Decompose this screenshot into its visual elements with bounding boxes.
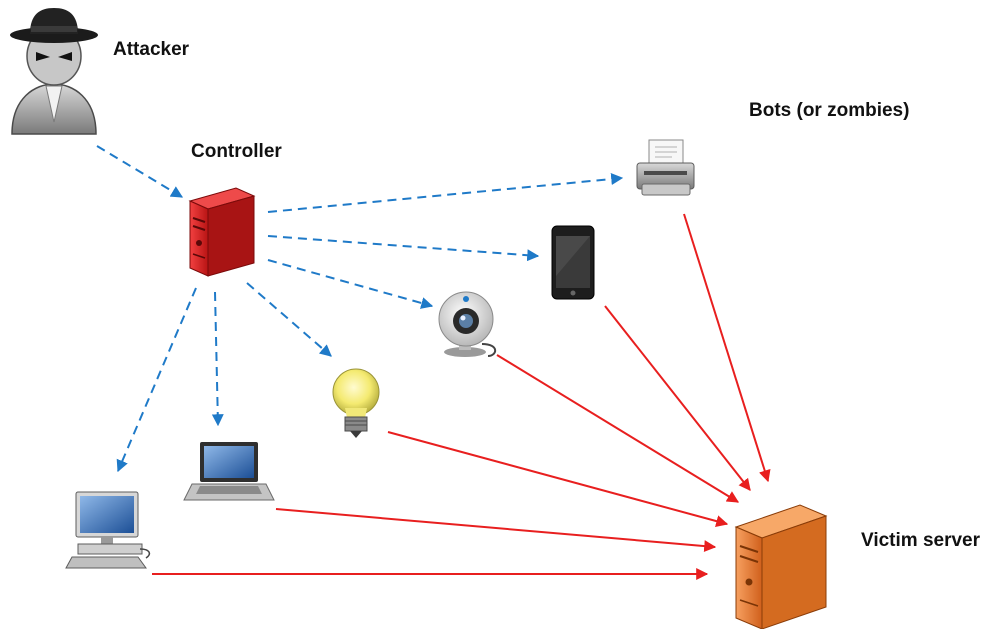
smartphone-icon [551,225,595,300]
edge-controller-lightbulb [246,282,332,357]
edge-controller-desktop [116,287,197,473]
edge-controller-laptop [211,291,224,427]
red-server-icon [188,187,256,277]
attacker-label: Attacker [113,39,190,60]
lightbulb-icon [332,368,380,438]
attack-arrows [152,213,771,580]
laptop-icon [183,442,275,501]
bots-label: Bots (or zombies) [749,100,910,121]
edge-controller-smartphone [267,235,540,262]
webcam-icon [438,291,497,357]
edge-printer-victim [683,213,771,483]
edge-laptop-victim [275,508,717,553]
edge-lightbulb-victim [387,431,729,527]
edge-attacker-controller [96,145,184,198]
printer-icon [636,139,695,196]
command-arrows [96,145,624,473]
spy-attacker-icon [10,8,98,135]
edge-smartphone-victim [604,305,751,491]
edge-controller-printer [267,173,624,213]
desktop-computer-icon [65,491,151,569]
edge-controller-webcam [267,259,434,309]
controller-label: Controller [191,141,282,162]
edge-webcam-victim [496,354,740,503]
victim-label: Victim server [861,530,981,551]
orange-server-icon [734,504,828,629]
